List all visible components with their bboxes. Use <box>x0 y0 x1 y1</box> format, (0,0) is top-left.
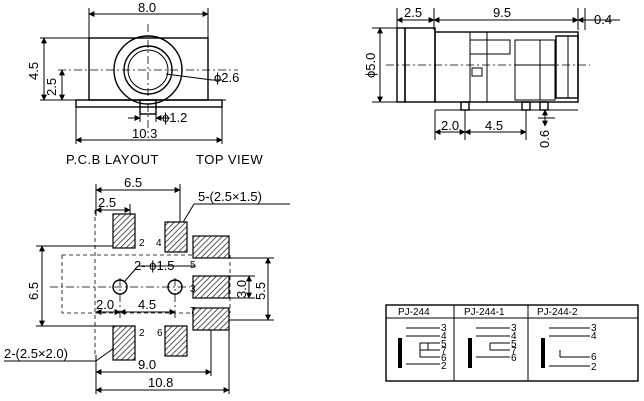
pad-3 <box>192 275 230 299</box>
pin-number: 7 <box>190 306 196 317</box>
schematic-pin: 6 <box>591 352 597 363</box>
pcb-layout: 6.5 2.5 5-(2.5×1.5) 2 4 5 3 7 2 6 <box>4 175 290 394</box>
pcb-dim-90: 9.0 <box>138 357 156 372</box>
pin-number: 2 <box>139 328 145 339</box>
pcb-dim-20: 2.0 <box>96 297 114 312</box>
schematic-pin: 5 <box>441 339 447 350</box>
schematic-pin: 4 <box>441 331 447 342</box>
caption-pcb-layout: P.C.B LAYOUT <box>66 152 159 167</box>
pad-6 <box>164 325 188 357</box>
schematic-pin: 4 <box>511 331 517 342</box>
pad-7 <box>192 307 230 331</box>
schematic-pin: 5 <box>511 339 517 350</box>
schematic-pin: 3 <box>511 323 517 334</box>
schematic-table: PJ-244 PJ-244-1 PJ-244-2 3 4 5 7 6 2 <box>385 304 639 382</box>
pin-number: 4 <box>156 238 162 249</box>
schematic-pin: 3 <box>591 323 597 334</box>
schematic-pj244-2: 3 4 6 2 <box>541 323 597 373</box>
dim-f-label: 0.6 <box>537 130 552 148</box>
dim-d-label: 2.0 <box>441 118 459 133</box>
schematic-pin: 7 <box>441 346 447 357</box>
pcb-pad-note2: 2-(2.5×2.0) <box>4 346 68 361</box>
dim-total-label: 10.3 <box>132 126 157 141</box>
pcb-dim-25: 2.5 <box>98 195 116 210</box>
schematic-pin: 6 <box>511 353 517 364</box>
schematic-pin: 6 <box>441 353 447 364</box>
caption-top-view: TOP VIEW <box>196 152 263 167</box>
dim-e-label: 4.5 <box>485 118 503 133</box>
pcb-dim-65-left: 6.5 <box>26 282 41 300</box>
pin-number: 6 <box>157 328 163 339</box>
schematic-pj244-1: 3 4 5 7 6 <box>468 323 517 368</box>
dim-width-label: 8.0 <box>138 0 156 15</box>
pad-2-bottom <box>112 325 136 361</box>
pcb-pad-note: 5-(2.5×1.5) <box>198 189 262 204</box>
schematic-pin: 2 <box>591 362 597 373</box>
dim-diameter-label: ϕ2.6 <box>214 70 239 85</box>
pcb-dim-55: 5.5 <box>253 282 268 300</box>
schematic-pin: 2 <box>441 361 447 372</box>
schematic-pin: 4 <box>591 331 597 342</box>
pcb-hole-note: 2- ϕ1.5 <box>134 258 175 273</box>
pcb-dim-65-top: 6.5 <box>124 175 142 190</box>
dim-pin-label: ϕ1.2 <box>162 110 187 125</box>
side-view: 2.5 9.5 0.4 ϕ5.0 <box>363 5 620 148</box>
pcb-dim-30: 3.0 <box>234 280 249 298</box>
dim-height-label: 4.5 <box>26 62 41 80</box>
table-header: PJ-244-2 <box>537 307 578 318</box>
schematic-pin: 7 <box>511 346 517 357</box>
dim-a-label: 2.5 <box>404 5 422 20</box>
table-header: PJ-244-1 <box>464 307 505 318</box>
dim-b-label: 9.5 <box>493 5 511 20</box>
dim-c-label: 0.4 <box>594 12 612 27</box>
schematic-pin: 3 <box>441 323 447 334</box>
dim-inner-height-label: 2.5 <box>44 78 59 96</box>
pcb-dim-45: 4.5 <box>138 297 156 312</box>
pin-number: 3 <box>190 284 196 295</box>
schematic-pj244: 3 4 5 7 6 2 <box>398 323 447 372</box>
table-header: PJ-244 <box>398 307 430 318</box>
pin-number: 2 <box>139 238 145 249</box>
top-view: 8.0 4.5 2.5 ϕ2.6 ϕ1.2 <box>26 0 263 167</box>
dim-dia-label: ϕ5.0 <box>363 53 378 78</box>
pad-5 <box>192 235 230 259</box>
pad-4 <box>164 221 188 253</box>
pad-2-top <box>112 213 136 249</box>
pcb-dim-108: 10.8 <box>148 375 173 390</box>
